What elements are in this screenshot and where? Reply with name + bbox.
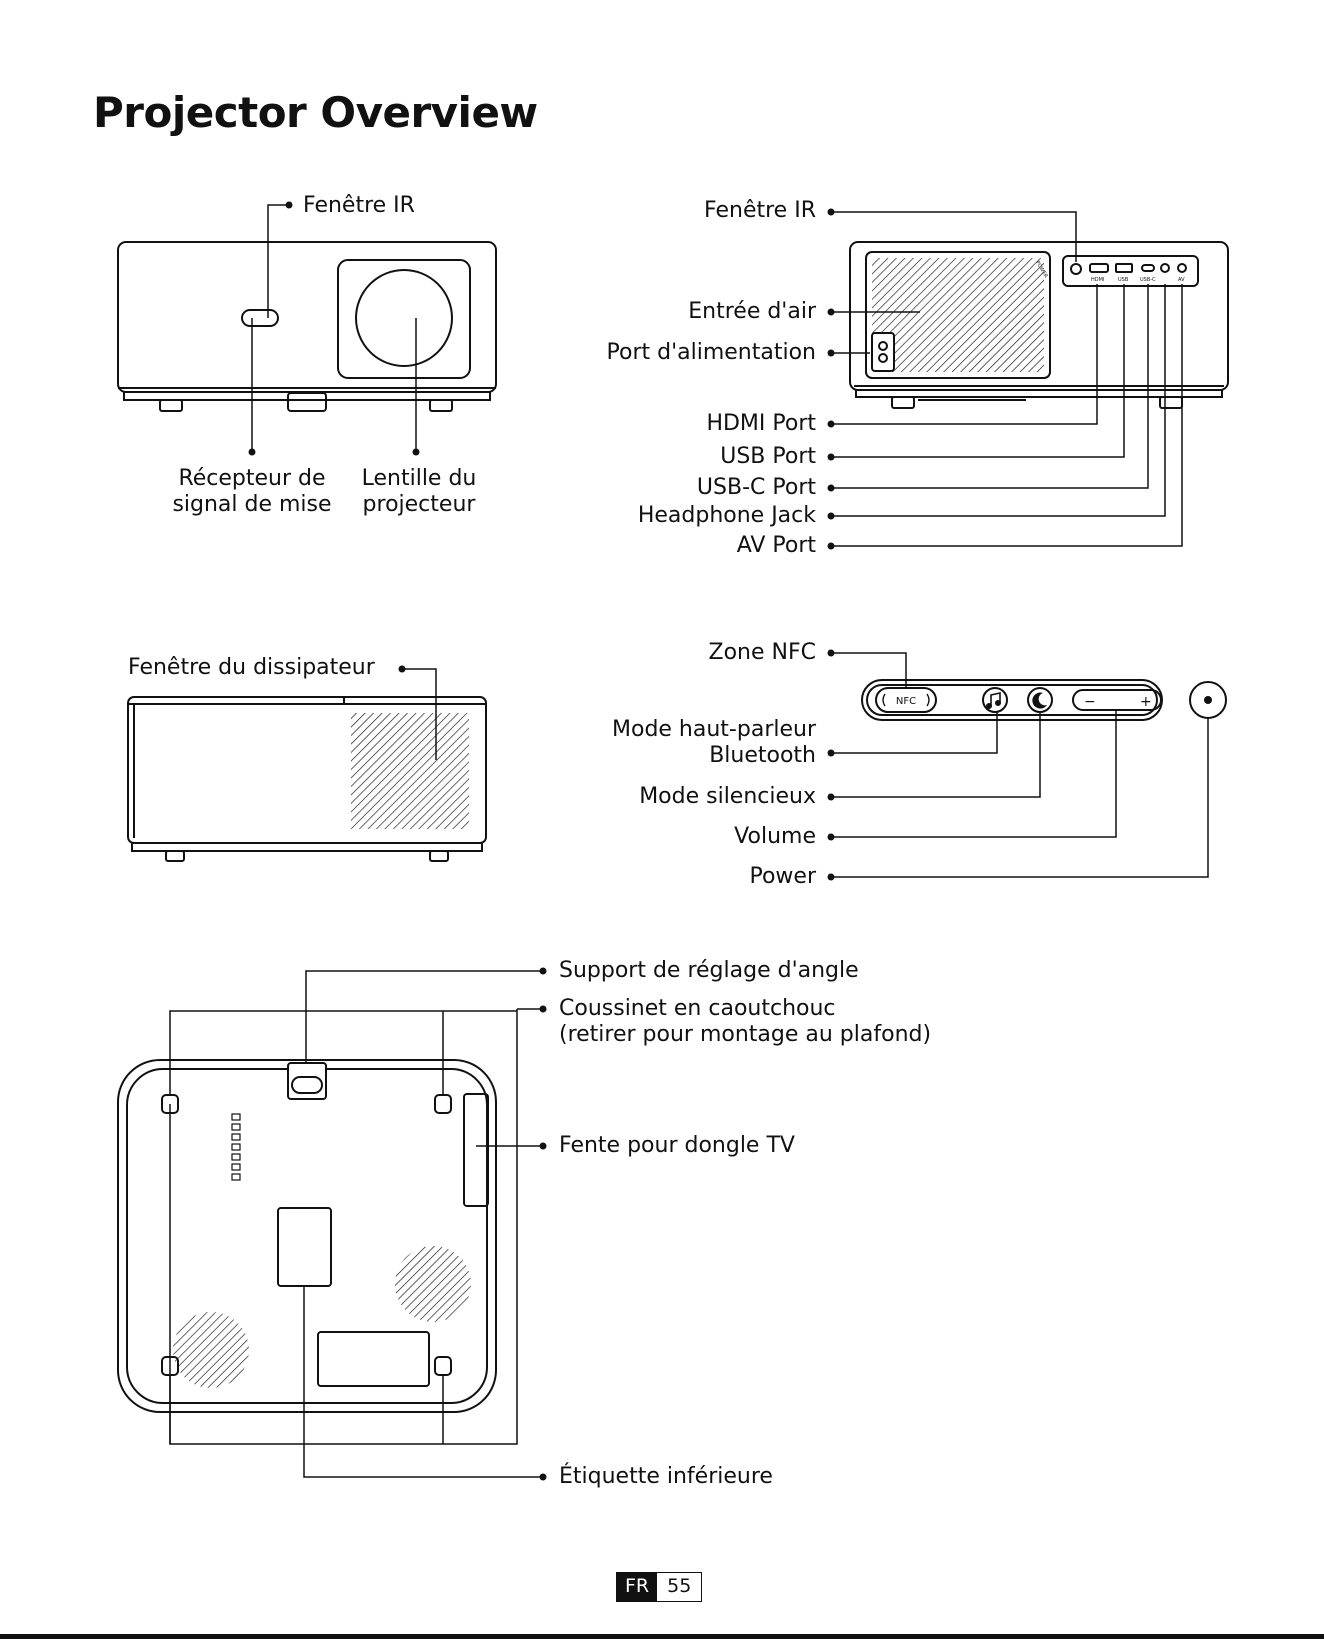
volume-rocker[interactable] <box>1072 689 1162 711</box>
volume-minus: − <box>1084 694 1096 710</box>
volume-label: Volume <box>734 824 816 849</box>
side-view <box>127 696 487 862</box>
dongle-slot-shape <box>463 1093 489 1207</box>
nfc-zone-label: Zone NFC <box>708 640 816 665</box>
control-leaders <box>831 652 1209 878</box>
volume-plus: + <box>1140 694 1152 710</box>
av-port-shape <box>1177 263 1187 273</box>
av-port-label: AV Port <box>736 533 816 558</box>
bottom-leaders <box>169 970 543 1478</box>
headphone-port-shape <box>1160 263 1170 273</box>
air-inlet-grille <box>872 258 1044 372</box>
usbc-port-label: USB-C Port <box>696 475 816 500</box>
footer-page-number: 55 <box>657 1573 702 1601</box>
side-leaders <box>402 668 437 760</box>
page-title: Projector Overview <box>93 88 538 137</box>
nfc-wave-icon <box>882 693 930 707</box>
control-panel <box>861 679 1227 721</box>
music-note-icon <box>985 692 1001 709</box>
front-ir-window-label: Fenêtre IR <box>303 193 415 218</box>
footer-language: FR <box>617 1573 658 1601</box>
power-button-dot <box>1204 696 1212 704</box>
usb-port-label: USB Port <box>720 444 816 469</box>
hdmi-port-label: HDMI Port <box>706 411 816 436</box>
usb-port-shape <box>1115 263 1133 273</box>
remote-receiver-window <box>241 309 279 327</box>
speaker-grille <box>173 1312 249 1388</box>
speaker-grille <box>395 1246 471 1322</box>
rear-ir-window <box>1070 263 1082 275</box>
headphone-jack-label: Headphone Jack <box>637 503 816 528</box>
panel-label-hdmi: HDMI <box>1091 277 1104 283</box>
panel-label-usbc: USB-C <box>1140 277 1156 283</box>
angle-bracket-label: Support de réglage d'angle <box>559 958 859 983</box>
rear-leaders <box>831 211 1183 547</box>
panel-label-usb: USB <box>1118 277 1129 283</box>
lens-label: Lentille du projecteur <box>361 466 477 517</box>
front-leaders <box>251 204 417 452</box>
mute-mode-label: Mode silencieux <box>639 784 816 809</box>
dongle-slot-label: Fente pour dongle TV <box>559 1133 795 1158</box>
power-socket <box>871 332 895 372</box>
remote-receiver-label: Récepteur de signal de mise <box>172 466 332 517</box>
angle-bracket-shape <box>287 1062 327 1100</box>
moon-icon <box>1032 692 1047 709</box>
bluetooth-speaker-button[interactable] <box>982 687 1008 713</box>
power-port-label: Port d'alimentation <box>606 340 816 365</box>
usbc-port-shape <box>1141 264 1155 272</box>
hdmi-port-shape <box>1089 263 1109 273</box>
nfc-badge-label: NFC <box>896 696 916 707</box>
heatsink-grille <box>351 713 469 829</box>
front-view <box>117 241 497 412</box>
power-label: Power <box>749 864 816 889</box>
bottom-rule <box>0 1634 1324 1639</box>
heatsink-window-label: Fenêtre du dissipateur <box>128 655 375 680</box>
panel-label-av: AV <box>1178 277 1185 283</box>
air-inlet-label: Entrée d'air <box>688 299 816 324</box>
page-footer: FR 55 <box>616 1572 703 1602</box>
bottom-view <box>117 1059 497 1413</box>
rear-ir-window-label: Fenêtre IR <box>704 198 816 223</box>
bluetooth-mode-label: Mode haut-parleur Bluetooth <box>612 717 816 768</box>
rear-view <box>849 241 1229 409</box>
bottom-label-text: Étiquette inférieure <box>559 1464 773 1489</box>
rubber-pad-label: Coussinet en caoutchouc (retirer pour mo… <box>559 996 932 1047</box>
